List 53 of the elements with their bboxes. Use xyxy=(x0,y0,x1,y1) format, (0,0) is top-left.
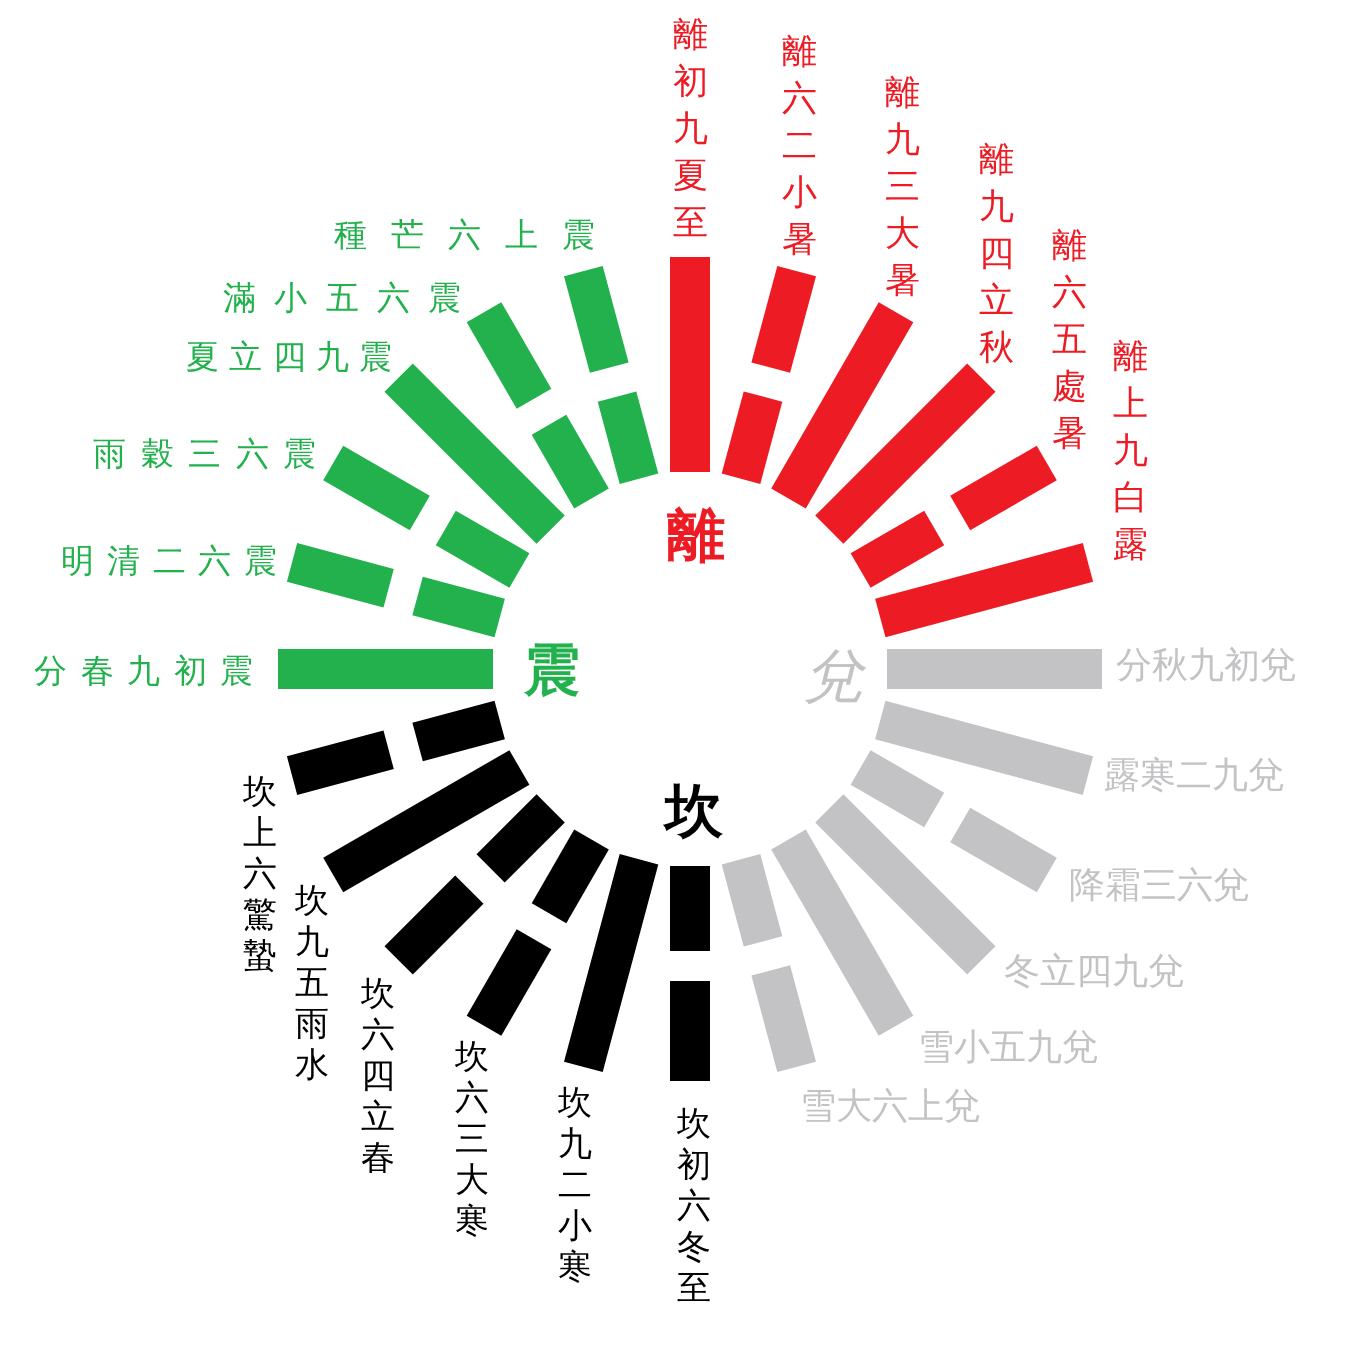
bar xyxy=(670,257,710,472)
term-label: 雪大六上兌 xyxy=(800,1088,980,1124)
bar-segment xyxy=(564,265,629,373)
trigram-label: 震 xyxy=(524,642,580,698)
term-label: 明清二六震 xyxy=(61,543,277,577)
bar-segment xyxy=(850,510,945,588)
trigram-label: 坎 xyxy=(665,782,723,840)
bar-segment xyxy=(531,829,609,924)
bar-segment xyxy=(751,265,816,373)
term-label: 露寒二九兌 xyxy=(1104,757,1284,793)
bar-segment xyxy=(286,543,394,608)
bar-segment xyxy=(850,750,945,828)
term-label: 坎初六冬至 xyxy=(677,1103,711,1308)
bar-segment xyxy=(466,302,552,409)
term-label: 降霜三六兌 xyxy=(1069,867,1249,903)
term-label: 坎六四立春 xyxy=(361,973,395,1178)
term-label: 離九四立秋 xyxy=(978,138,1014,368)
term-label: 離六五處暑 xyxy=(1051,224,1087,454)
term-label: 坎上六驚蟄 xyxy=(243,771,277,976)
term-label: 坎六三大寒 xyxy=(455,1036,489,1241)
bar-segment xyxy=(384,875,484,975)
term-label: 冬立四九兌 xyxy=(1004,953,1184,989)
term-label: 分春九初震 xyxy=(34,653,253,687)
bar-segment xyxy=(751,965,816,1073)
bar xyxy=(887,649,1102,689)
bar-segment xyxy=(412,700,505,762)
bar-segment xyxy=(323,445,430,531)
trigram-label: 離 xyxy=(667,506,725,564)
bar-segment xyxy=(670,981,710,1081)
term-label: 坎九五雨水 xyxy=(295,880,329,1085)
bar-segment xyxy=(412,576,505,638)
term-label: 坎九二小寒 xyxy=(558,1082,592,1287)
term-label: 種芒六上震 xyxy=(334,217,595,251)
bar-segment xyxy=(721,391,783,484)
bar-segment xyxy=(531,414,609,509)
term-label: 雪小五九兌 xyxy=(918,1029,1098,1065)
bar xyxy=(278,649,493,689)
bar-segment xyxy=(435,510,530,588)
bar-segment xyxy=(721,854,783,947)
bar-segment xyxy=(670,866,710,951)
bar-segment xyxy=(466,929,552,1036)
bar-segment xyxy=(476,794,565,883)
term-label: 夏立四九震 xyxy=(186,339,392,373)
bar-segment xyxy=(286,730,394,795)
term-label: 離初九夏至 xyxy=(672,13,708,243)
term-label: 離上九白露 xyxy=(1112,335,1148,565)
bar-segment xyxy=(950,807,1057,893)
term-label: 離六二小暑 xyxy=(781,30,817,260)
term-label: 雨穀三六震 xyxy=(93,436,316,470)
term-label: 分秋九初兌 xyxy=(1116,647,1296,683)
bar-segment xyxy=(597,391,659,484)
term-label: 離九三大暑 xyxy=(884,71,920,301)
term-label: 滿小五六震 xyxy=(223,280,461,314)
